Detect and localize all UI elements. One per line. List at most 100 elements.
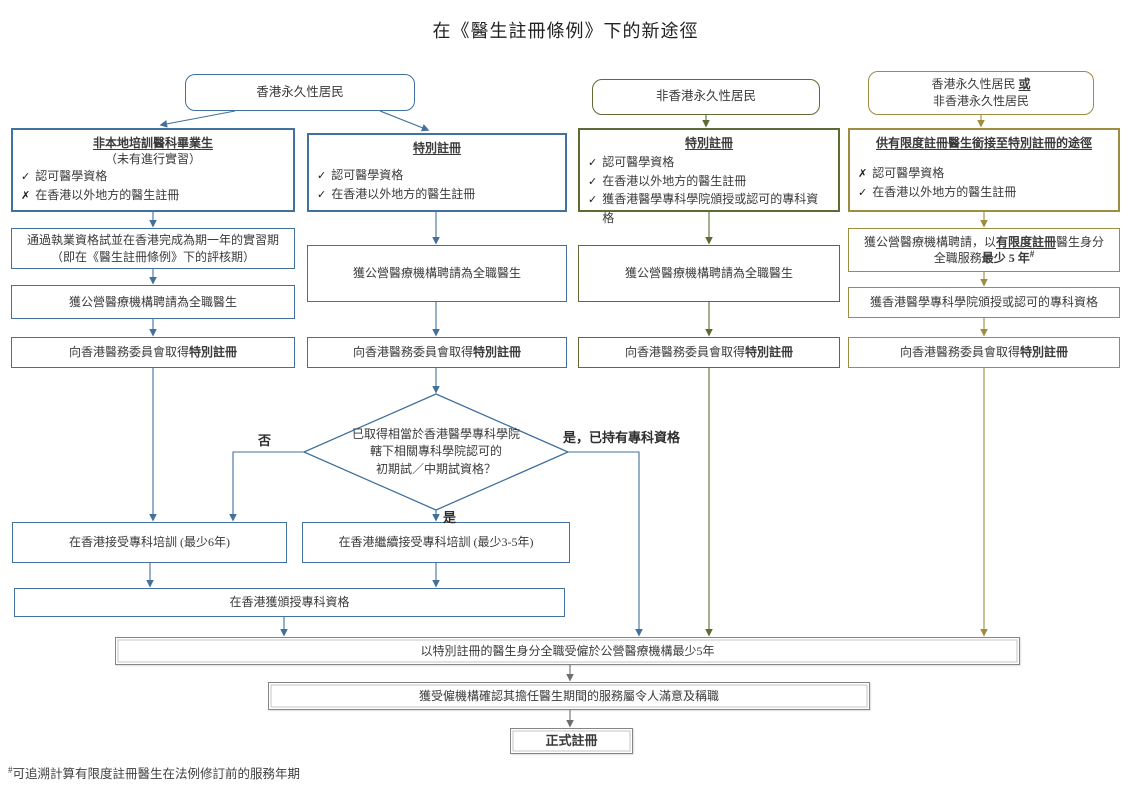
step-text: 獲公營醫療機構聘請為全職醫生 [68,294,237,309]
limited-registration-underlined: 有限度註冊 [995,234,1056,249]
step-text: 在香港獲頒授專科資格 [229,595,350,610]
node-limited-registration-bridge: 供有限度註冊醫生銜接至特別註冊的途徑 ✗ 認可醫學資格 ✓ 在香港以外地方的醫生… [848,128,1120,212]
node-obtain-special-registration-col3: 向香港醫務委員會取得特別註冊 [578,337,840,368]
node-full-registration: 正式註冊 [510,728,633,754]
decision-line2: 轄下相關專科學院認可的 [369,444,502,459]
step-text-prefix: 向香港醫務委員會取得 [68,345,189,360]
label-no: 否 [258,433,272,448]
node-academy-specialist-qualification: 獲香港醫學專科學院頒授或認可的專科資格 [848,287,1120,318]
node-employed-public-fulltime-col1: 獲公營醫療機構聘請為全職醫生 [11,285,295,319]
check-icon: ✓ [21,170,31,184]
step-text-prefix: 向香港醫務委員會取得 [899,345,1020,360]
node-continue-training-3-5y: 在香港繼續接受專科培訓 (最少3-5年) [302,522,570,563]
step-text-line2: （即在《醫生註冊條例》下的評核期） [50,249,255,264]
cross-icon: ✗ [858,167,868,181]
footnote-marker: # [8,764,13,775]
requirement-row: ✗ 在香港以外地方的醫生註冊 [21,186,285,205]
requirement-row: ✓ 認可醫學資格 [317,166,557,185]
requirement-row: ✓ 獲香港醫學專科學院頒授或認可的專科資格 [588,190,830,227]
check-icon: ✓ [588,156,598,170]
node-awarded-specialist-qualification: 在香港獲頒授專科資格 [14,588,565,617]
check-icon: ✓ [858,185,868,199]
node-nonlocal-trained-graduates: 非本地培訓醫科畢業生 （未有進行實習） ✓ 認可醫學資格 ✗ 在香港以外地方的醫… [11,128,295,212]
special-registration-bold: 特別註冊 [1020,345,1069,360]
label-yes: 是 [443,510,457,525]
node-special-registration-hk: 特別註冊 ✓ 認可醫學資格 ✓ 在香港以外地方的醫生註冊 [307,133,567,212]
decision-line1: 已取得相當於香港醫學專科學院 [351,427,520,442]
special-registration-bold: 特別註冊 [745,345,794,360]
footnote-text: 可追溯計算有限度註冊醫生在法例修訂前的服務年期 [12,767,301,781]
step-text-prefix: 向香港醫務委員會取得 [352,345,473,360]
node-subtitle: （未有進行實習） [104,152,201,167]
footnote: #可追溯計算有限度註冊醫生在法例修訂前的服務年期 [8,763,300,782]
requirement-text: 在香港以外地方的醫生註冊 [872,184,1017,199]
requirement-text: 認可醫學資格 [331,168,404,183]
step-text-line1: 通過執業資格試並在香港完成為期一年的實習期 [26,233,279,248]
step-text: 在香港接受專科培訓 (最少6年) [69,535,230,550]
requirement-row: ✓ 在香港以外地方的醫生註冊 [317,185,557,204]
step-text: 向香港醫務委員會取得特別註冊 [353,344,521,360]
node-label: 香港永久性居民 [256,84,344,99]
node-label: 香港永久性居民 [931,77,1019,92]
node-title: 特別註冊 [684,136,733,150]
requirement-text: 認可醫學資格 [35,169,108,184]
step-text: 在香港繼續接受專科培訓 (最少3-5年) [338,535,534,550]
requirement-text: 認可醫學資格 [602,155,675,170]
special-registration-bold: 特別註冊 [473,345,522,360]
node-obtain-special-registration-col4: 向香港醫務委員會取得特別註冊 [848,337,1120,368]
node-obtain-special-registration-col1: 向香港醫務委員會取得特別註冊 [11,337,295,368]
node-limited-reg-service-5y: 獲公營醫療機構聘請，以有限度註冊醫生身分 全職服務最少 5 年# [848,228,1120,272]
node-label-line1: 香港永久性居民 或 [931,76,1030,93]
step-text: 向香港醫務委員會取得特別註冊 [69,344,237,360]
check-icon: ✓ [588,174,598,188]
requirement-text: 在香港以外地方的醫生註冊 [35,187,180,202]
decision-intermediate-exam: 已取得相當於香港醫學專科學院 轄下相關專科學院認可的 初期試／中期試資格？ [326,413,546,491]
node-label: 非香港永久性居民 [655,89,756,104]
requirement-text: 在香港以外地方的醫生註冊 [331,186,476,201]
step-text: 獲公營醫療機構聘請為全職醫生 [352,266,521,281]
step-text: 獲公營醫療機構聘請為全職醫生 [624,266,793,281]
step-text: 正式註冊 [545,733,598,749]
node-title: 特別註冊 [412,141,461,155]
diagram-title: 在《醫生註冊條例》下的新途徑 [432,21,699,41]
step-text-prefix: 獲公營醫療機構聘請，以 [863,234,996,249]
step-text-line1: 獲公營醫療機構聘請，以有限度註冊醫生身分 [864,234,1104,250]
min-5-years-bold: 最少 5 年 [981,251,1030,265]
connectors-olive [977,115,988,637]
check-icon: ✓ [317,187,327,201]
connectors-green [702,115,713,637]
step-text-line2: 全職服務最少 5 年# [934,250,1035,266]
node-employed-public-fulltime-col2: 獲公營醫療機構聘請為全職醫生 [307,245,567,302]
node-title: 供有限度註冊醫生銜接至特別註冊的途徑 [875,136,1092,150]
special-registration-bold: 特別註冊 [189,345,238,360]
node-service-confirmed-satisfactory: 獲受僱機構確認其擔任醫生期間的服務屬令人滿意及稱職 [268,682,870,710]
label-yes-specialist: 是，已持有專科資格 [563,430,681,445]
node-employed-public-fulltime-col3: 獲公營醫療機構聘請為全職醫生 [578,245,840,302]
node-hk-permanent-resident: 香港永久性居民 [185,74,415,111]
or-underlined: 或 [1018,77,1031,92]
requirement-text: 獲香港醫學專科學院頒授或認可的專科資格 [602,192,819,225]
node-special-registration-nonhk: 特別註冊 ✓ 認可醫學資格 ✓ 在香港以外地方的醫生註冊 ✓ 獲香港醫學專科學院… [578,128,840,225]
requirement-row: ✗ 認可醫學資格 [858,164,1110,183]
step-text-suffix: 醫生身分 [1056,234,1105,249]
node-label-line2: 非香港永久性居民 [932,94,1029,108]
check-icon: ✓ [588,193,598,207]
requirement-row: ✓ 在香港以外地方的醫生註冊 [588,172,830,191]
node-pass-licensing-exam-internship: 通過執業資格試並在香港完成為期一年的實習期 （即在《醫生註冊條例》下的評核期） [11,228,295,269]
step-text-prefix: 向香港醫務委員會取得 [624,345,745,360]
footnote-marker: # [1029,249,1035,259]
requirement-text: 在香港以外地方的醫生註冊 [602,173,747,188]
requirement-row: ✓ 認可醫學資格 [588,153,830,172]
requirement-text: 認可醫學資格 [872,166,945,181]
step-text: 以特別註冊的醫生身分全職受僱於公營醫療機構最少5年 [420,643,715,658]
decision-line3: 初期試／中期試資格？ [375,461,496,476]
cross-icon: ✗ [21,188,31,202]
node-hk-or-non-hk-resident: 香港永久性居民 或 非香港永久性居民 [868,71,1094,115]
requirement-row: ✓ 認可醫學資格 [21,167,285,186]
node-employed-5y-special-registration: 以特別註冊的醫生身分全職受僱於公營醫療機構最少5年 [115,637,1020,665]
step-text: 獲受僱機構確認其擔任醫生期間的服務屬令人滿意及稱職 [418,688,719,703]
step-text: 向香港醫務委員會取得特別註冊 [900,344,1068,360]
node-title: 非本地培訓醫科畢業生 [92,136,213,150]
